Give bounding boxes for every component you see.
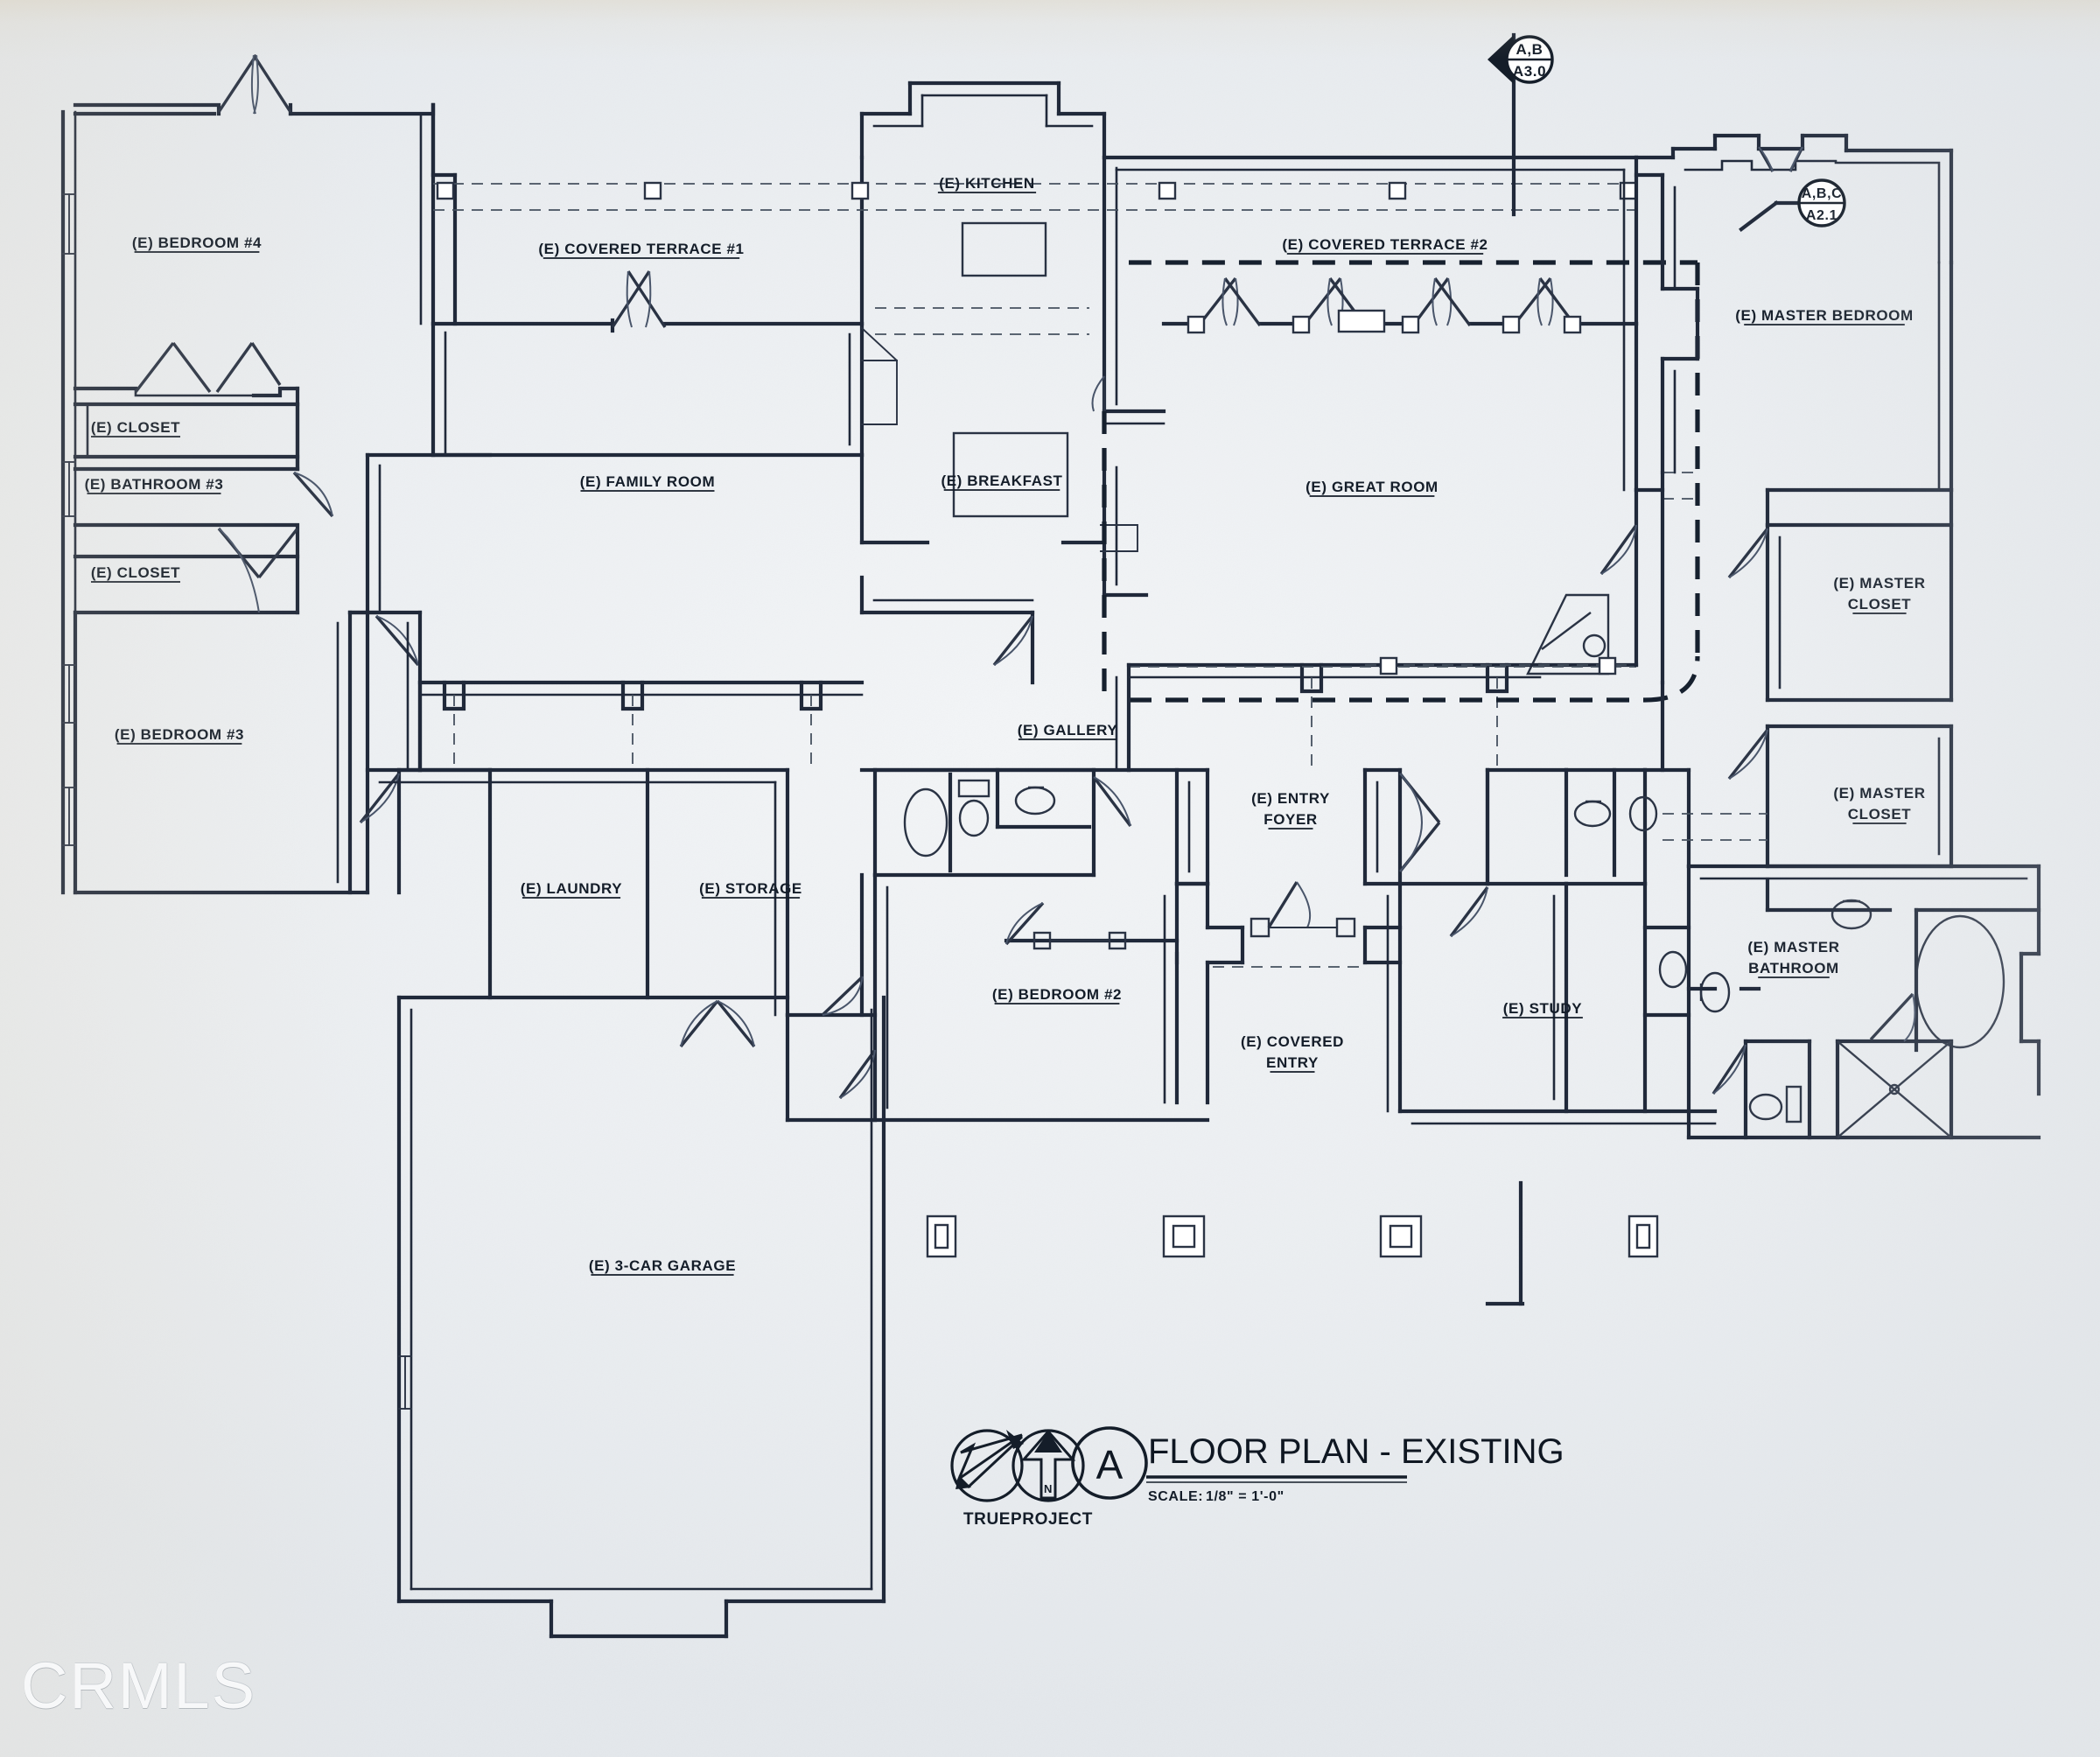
master-suite-walls — [1634, 133, 2041, 1140]
svg-text:CLOSET: CLOSET — [1848, 596, 1912, 612]
room-label-covered-entry: (E) COVERED ENTRY — [1241, 1033, 1344, 1073]
svg-text:FOYER: FOYER — [1264, 811, 1318, 828]
svg-text:(E) STORAGE: (E) STORAGE — [699, 880, 802, 897]
room-label-bedroom-3: (E) BEDROOM #3 — [115, 726, 244, 745]
svg-text:(E) ENTRY: (E) ENTRY — [1251, 790, 1330, 807]
room-label-bedroom-4: (E) BEDROOM #4 — [132, 234, 262, 253]
room-label-master-bedroom: (E) MASTER BEDROOM — [1735, 307, 1913, 326]
callout-a2-1-top: A,B,C — [1802, 186, 1843, 201]
great-room-walls — [433, 155, 1700, 770]
detail-bubble — [1071, 1426, 1148, 1500]
project-north-label: PROJECT — [1011, 1510, 1093, 1529]
svg-text:(E) BREAKFAST: (E) BREAKFAST — [941, 472, 1062, 489]
family-room-walls — [359, 102, 864, 895]
svg-text:(E) CLOSET: (E) CLOSET — [91, 419, 180, 436]
room-label-master-closet-1: (E) MASTER CLOSET — [1833, 575, 1925, 614]
svg-text:(E) MASTER BEDROOM: (E) MASTER BEDROOM — [1735, 307, 1913, 324]
svg-text:(E) BEDROOM #3: (E) BEDROOM #3 — [115, 726, 244, 743]
svg-text:(E) COVERED TERRACE #1: (E) COVERED TERRACE #1 — [538, 241, 744, 257]
true-north-icon — [950, 1429, 1024, 1502]
svg-text:CLOSET: CLOSET — [1848, 806, 1912, 822]
svg-text:(E) BEDROOM #2: (E) BEDROOM #2 — [992, 986, 1122, 1003]
project-north-icon: N — [1012, 1429, 1085, 1502]
svg-text:(E) GREAT ROOM: (E) GREAT ROOM — [1306, 479, 1438, 495]
room-label-bathroom-3: (E) BATHROOM #3 — [85, 476, 224, 494]
garage-walls — [396, 995, 886, 1639]
room-label-closet-lower: (E) CLOSET — [91, 564, 180, 583]
room-label-entry-foyer: (E) ENTRY FOYER — [1251, 790, 1330, 830]
room-label-closet-upper: (E) CLOSET — [91, 419, 180, 438]
crmls-watermark: CRMLS — [21, 1649, 257, 1722]
svg-text:(E) KITCHEN: (E) KITCHEN — [939, 175, 1035, 192]
room-label-covered-terrace-2: (E) COVERED TERRACE #2 — [1282, 236, 1488, 255]
scale-label: SCALE: — [1148, 1489, 1203, 1504]
svg-text:(E) COVERED: (E) COVERED — [1241, 1033, 1344, 1050]
column-symbols — [926, 1180, 1659, 1306]
room-label-family-room: (E) FAMILY ROOM — [580, 473, 715, 492]
callout-a2-1: A,B,C A2.1 — [1739, 178, 1846, 232]
svg-text:ENTRY: ENTRY — [1266, 1054, 1319, 1071]
title-block: N TRUE PROJECT A FLOOR PLAN - EXISTING S… — [950, 1426, 1564, 1529]
callout-a3-0-top: A,B — [1516, 41, 1543, 58]
room-label-bedroom-2: (E) BEDROOM #2 — [992, 986, 1122, 1004]
room-label-great-room: (E) GREAT ROOM — [1306, 479, 1438, 497]
room-label-group: (E) BEDROOM #4 (E) COVERED TERRACE #1 (E) … — [85, 175, 1913, 1276]
room-label-study: (E) STUDY — [1502, 1000, 1583, 1018]
svg-text:N: N — [1044, 1482, 1053, 1495]
kitchen-breakfast-walls — [859, 80, 1166, 700]
svg-text:(E) COVERED TERRACE #2: (E) COVERED TERRACE #2 — [1282, 236, 1488, 253]
room-label-two-line-group: (E) ENTRY FOYER (E) COVERED ENTRY (E) MASTER… — [1241, 575, 1925, 1073]
svg-text:(E) MASTER: (E) MASTER — [1747, 939, 1839, 956]
callout-a3-0-bottom: A3.0 — [1513, 63, 1546, 80]
svg-text:(E) STUDY: (E) STUDY — [1503, 1000, 1582, 1017]
scale-value: 1/8" = 1'-0" — [1206, 1489, 1284, 1504]
svg-text:(E) 3-CAR GARAGE: (E) 3-CAR GARAGE — [589, 1257, 736, 1274]
true-north-label: TRUE — [963, 1510, 1011, 1529]
svg-text:(E) CLOSET: (E) CLOSET — [91, 564, 180, 581]
room-label-storage: (E) STORAGE — [699, 880, 802, 899]
svg-text:(E) MASTER: (E) MASTER — [1833, 785, 1925, 802]
svg-text:(E) BEDROOM #4: (E) BEDROOM #4 — [132, 234, 262, 251]
room-label-breakfast: (E) BREAKFAST — [941, 472, 1062, 491]
south-core-walls — [365, 470, 1768, 1125]
room-label-kitchen: (E) KITCHEN — [937, 175, 1037, 193]
detail-letter: A — [1096, 1442, 1124, 1488]
svg-text:(E) FAMILY ROOM: (E) FAMILY ROOM — [580, 473, 715, 490]
room-label-garage: (E) 3-CAR GARAGE — [589, 1257, 736, 1276]
callout-a2-1-bottom: A2.1 — [1806, 208, 1838, 223]
svg-text:(E) GALLERY: (E) GALLERY — [1018, 722, 1118, 738]
room-label-covered-terrace-1: (E) COVERED TERRACE #1 — [538, 241, 744, 259]
room-label-master-bathroom: (E) MASTER BATHROOM — [1747, 939, 1839, 978]
room-label-laundry: (E) LAUNDRY — [521, 880, 623, 899]
svg-text:BATHROOM: BATHROOM — [1748, 960, 1839, 976]
room-label-gallery: (E) GALLERY — [1018, 722, 1118, 740]
left-wing-walls — [60, 54, 436, 895]
room-label-master-closet-2: (E) MASTER CLOSET — [1833, 785, 1925, 824]
callout-a3-0: A,B A3.0 — [1488, 32, 1554, 217]
svg-text:(E) BATHROOM #3: (E) BATHROOM #3 — [85, 476, 224, 493]
svg-text:(E) LAUNDRY: (E) LAUNDRY — [521, 880, 623, 897]
plan-title: FLOOR PLAN - EXISTING — [1148, 1432, 1564, 1471]
svg-text:(E) MASTER: (E) MASTER — [1833, 575, 1925, 592]
